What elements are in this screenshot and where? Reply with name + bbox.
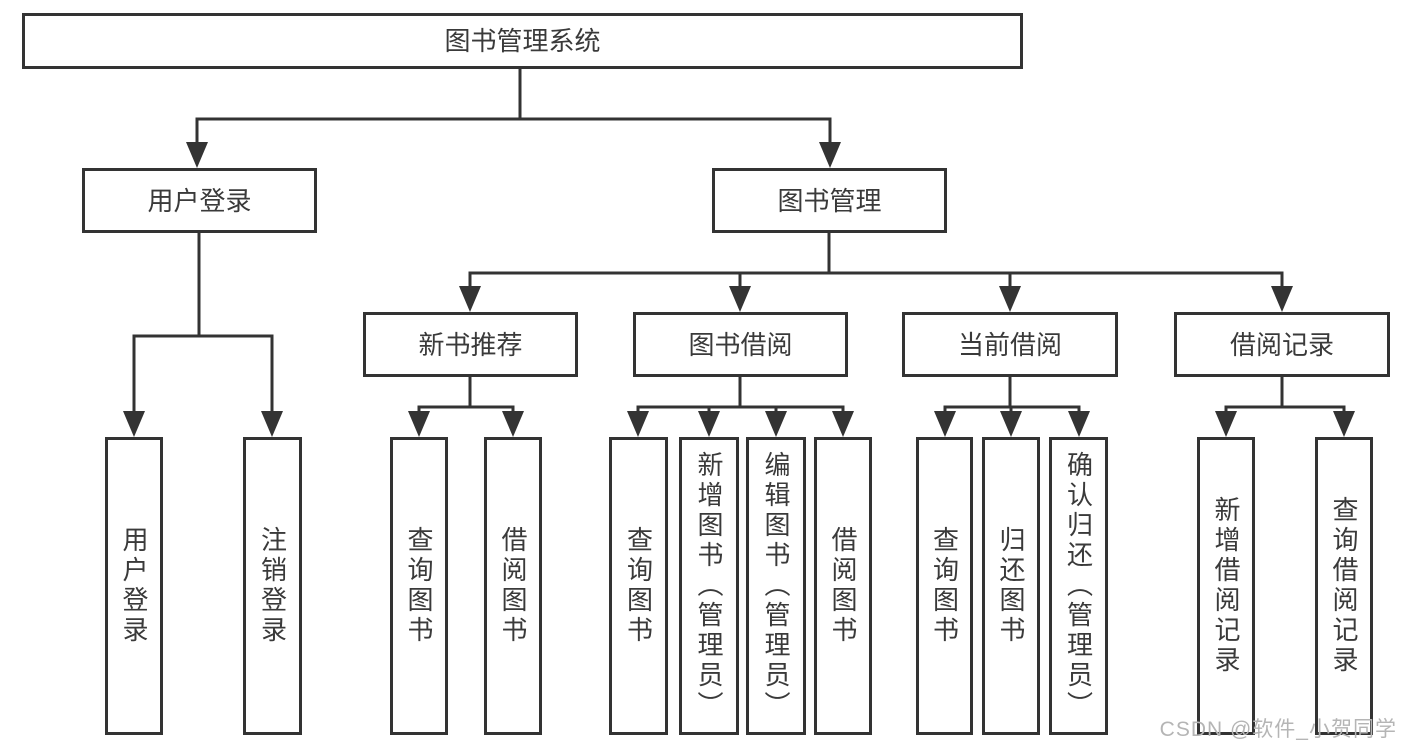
leaf-user-login: 用户登录 xyxy=(105,437,163,735)
leaf-add-books-admin: 新增图书（管理员） xyxy=(679,437,739,735)
leaf-recommend-query-books: 查询图书 xyxy=(390,437,448,735)
leaf-edit-books-admin-label: 编辑图书（管理员） xyxy=(761,451,791,721)
leaf-user-login-label: 用户登录 xyxy=(119,526,149,646)
leaf-current-query-books: 查询图书 xyxy=(916,437,973,735)
node-user-login-label: 用户登录 xyxy=(147,185,252,216)
leaf-borrowing-borrow-books-label: 借阅图书 xyxy=(828,526,858,646)
leaf-recommend-borrow-books: 借阅图书 xyxy=(484,437,542,735)
leaf-confirm-return-admin: 确认归还（管理员） xyxy=(1049,437,1108,735)
node-current-borrowing: 当前借阅 xyxy=(902,312,1118,377)
node-new-book-recommend: 新书推荐 xyxy=(363,312,578,377)
node-book-management-label: 图书管理 xyxy=(777,185,882,216)
leaf-add-books-admin-label: 新增图书（管理员） xyxy=(694,451,724,721)
leaf-current-query-books-label: 查询图书 xyxy=(929,526,960,646)
leaf-add-borrow-record-label: 新增借阅记录 xyxy=(1211,496,1241,676)
node-book-borrowing-label: 图书借阅 xyxy=(688,329,793,360)
leaf-return-books: 归还图书 xyxy=(982,437,1040,735)
leaf-return-books-label: 归还图书 xyxy=(996,526,1026,646)
leaf-query-borrow-record: 查询借阅记录 xyxy=(1315,437,1373,735)
node-book-management: 图书管理 xyxy=(712,168,947,233)
leaf-confirm-return-admin-label: 确认归还（管理员） xyxy=(1063,451,1094,721)
node-user-login: 用户登录 xyxy=(82,168,317,233)
node-borrow-records-label: 借阅记录 xyxy=(1229,329,1334,360)
node-current-borrowing-label: 当前借阅 xyxy=(957,329,1062,360)
leaf-logout-label: 注销登录 xyxy=(257,526,288,646)
leaf-borrowing-query-books: 查询图书 xyxy=(609,437,668,735)
node-root-label: 图书管理系统 xyxy=(444,26,601,56)
leaf-recommend-query-books-label: 查询图书 xyxy=(404,526,434,646)
node-root: 图书管理系统 xyxy=(22,13,1023,69)
node-book-borrowing: 图书借阅 xyxy=(633,312,848,377)
leaf-recommend-borrow-books-label: 借阅图书 xyxy=(498,526,528,646)
leaf-query-borrow-record-label: 查询借阅记录 xyxy=(1329,496,1359,676)
node-new-book-recommend-label: 新书推荐 xyxy=(418,329,523,360)
leaf-borrowing-borrow-books: 借阅图书 xyxy=(814,437,872,735)
leaf-add-borrow-record: 新增借阅记录 xyxy=(1197,437,1255,735)
leaf-edit-books-admin: 编辑图书（管理员） xyxy=(746,437,806,735)
leaf-logout: 注销登录 xyxy=(243,437,302,735)
leaf-borrowing-query-books-label: 查询图书 xyxy=(623,526,654,646)
node-borrow-records: 借阅记录 xyxy=(1174,312,1390,377)
